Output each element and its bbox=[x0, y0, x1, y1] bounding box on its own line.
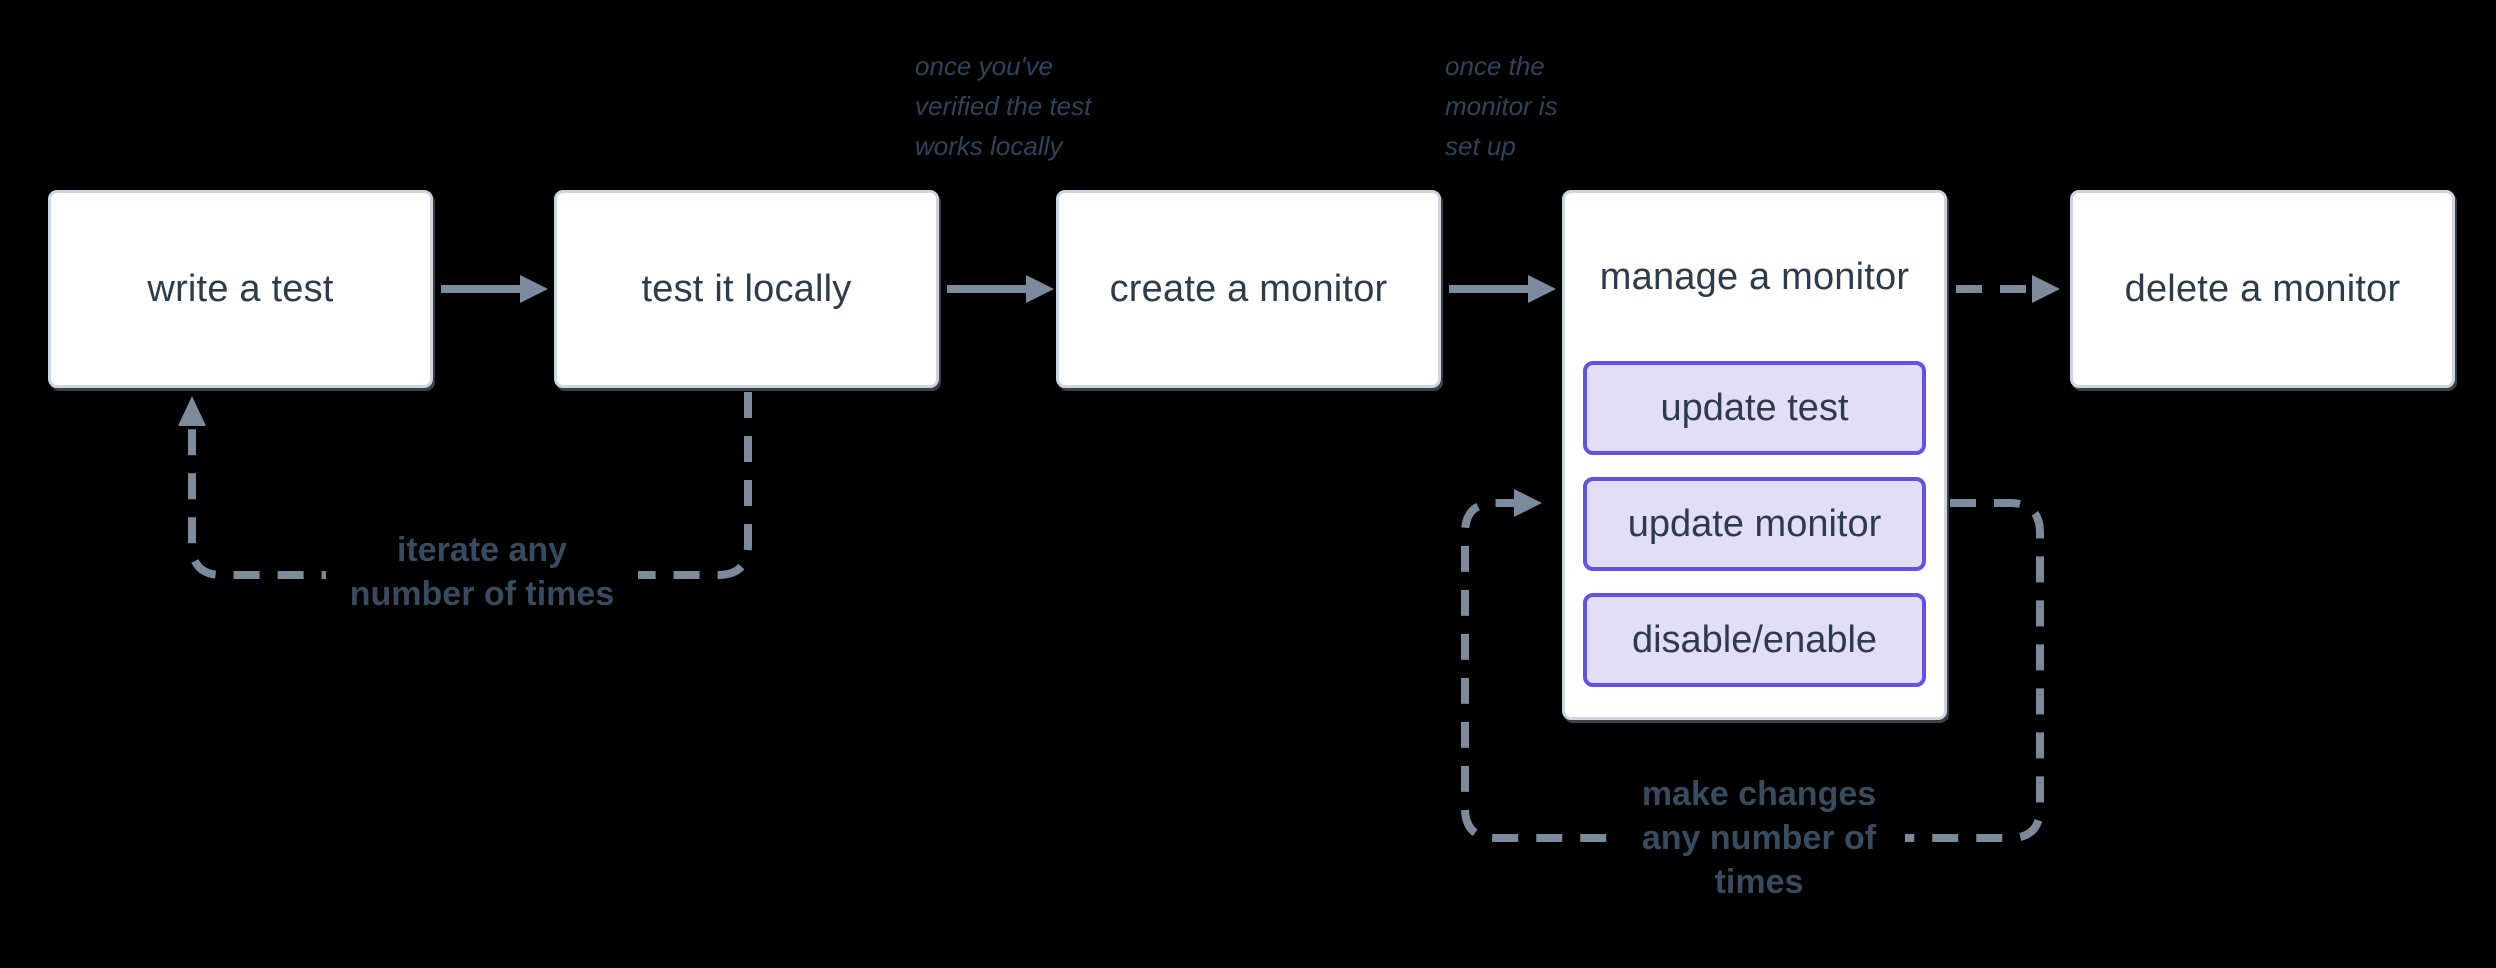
loop-label-line: times bbox=[1714, 863, 1804, 901]
node-label: manage a monitor bbox=[1599, 255, 1910, 298]
arrowhead-icon bbox=[2032, 275, 2060, 303]
annotation-line: verified the test bbox=[915, 91, 1092, 121]
annotation-line: works locally bbox=[915, 131, 1063, 161]
node-create-a-monitor: create a monitor bbox=[1056, 190, 1441, 388]
node-delete-a-monitor: delete a monitor bbox=[2070, 190, 2455, 388]
loop-label-line: iterate any bbox=[396, 531, 568, 569]
arrow-manage-to-delete bbox=[1956, 275, 2060, 303]
loop-label-line: make changes bbox=[1641, 775, 1877, 813]
annotation-line: once you've bbox=[915, 51, 1053, 81]
annotation-line: once the bbox=[1445, 51, 1545, 81]
node-label: create a monitor bbox=[1109, 267, 1388, 310]
arrowhead-icon bbox=[1528, 275, 1556, 303]
action-update-monitor: update monitor bbox=[1583, 477, 1926, 571]
node-manage-a-monitor: manage a monitor update test update moni… bbox=[1562, 190, 1947, 720]
label-make-changes-loop: make changes any number of times bbox=[1613, 772, 1905, 904]
node-test-it-locally: test it locally bbox=[554, 190, 939, 388]
arrowhead-icon bbox=[178, 396, 206, 426]
arrowhead-icon bbox=[520, 275, 548, 303]
loop-make-changes bbox=[1461, 489, 2044, 842]
loop-label-line: number of times bbox=[349, 575, 615, 613]
arrow-write-to-test bbox=[441, 275, 548, 303]
action-update-test: update test bbox=[1583, 361, 1926, 455]
node-write-a-test: write a test bbox=[48, 190, 433, 388]
node-label: delete a monitor bbox=[2124, 267, 2401, 310]
loop-label-line: any number of bbox=[1641, 819, 1877, 857]
arrowhead-icon bbox=[1514, 489, 1542, 517]
arrow-test-to-create bbox=[947, 275, 1054, 303]
label-iterate-loop: iterate any number of times bbox=[326, 528, 638, 616]
action-disable-enable: disable/enable bbox=[1583, 593, 1926, 687]
arrowhead-icon bbox=[1026, 275, 1054, 303]
node-label: write a test bbox=[147, 267, 334, 310]
annotation-once-setup: once the monitor is set up bbox=[1445, 46, 1558, 166]
node-label: test it locally bbox=[641, 267, 852, 310]
annotation-line: monitor is bbox=[1445, 91, 1558, 121]
annotation-line: set up bbox=[1445, 131, 1516, 161]
annotation-once-verified: once you've verified the test works loca… bbox=[915, 46, 1091, 166]
arrow-create-to-manage bbox=[1449, 275, 1556, 303]
